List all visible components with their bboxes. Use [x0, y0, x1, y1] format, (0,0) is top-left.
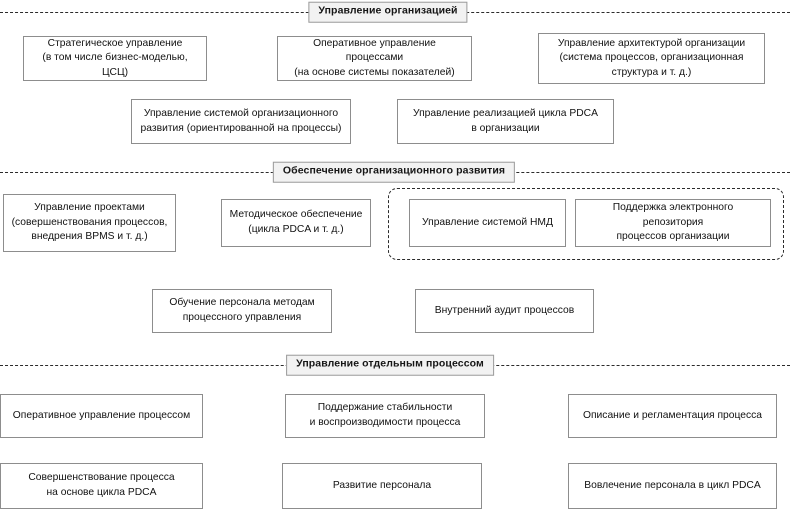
process-box-label: Управление проектами (совершенствования … — [11, 202, 168, 243]
process-box-label: Оперативное управление процессом — [12, 409, 191, 421]
section-header-org-management: Управление организацией — [308, 1, 468, 23]
process-box-label: Поддержание стабильности и воспроизводим… — [309, 402, 461, 428]
process-box-operational-process-control[interactable]: Оперативное управление процессом — [0, 394, 203, 438]
process-box-process-description-regulation[interactable]: Описание и регламентация процесса — [568, 394, 777, 438]
process-box-label: Управление архитектурой организации (сис… — [557, 37, 746, 78]
process-box-label: Совершенствование процесса на основе цик… — [28, 472, 175, 498]
process-box-personnel-training[interactable]: Обучение персонала методам процессного у… — [152, 289, 332, 333]
process-box-label: Управление системой организационного раз… — [140, 107, 342, 134]
process-box-label: Управление реализацией цикла PDCA в орга… — [413, 107, 598, 134]
process-box-label: Методическое обеспечение (цикла PDCA и т… — [229, 209, 363, 235]
process-box-strategic-management[interactable]: Стратегическое управление (в том числе б… — [23, 36, 207, 81]
process-box-personnel-engagement-pdca[interactable]: Вовлечение персонала в цикл PDCA — [568, 463, 777, 509]
process-box-nmd-system-management[interactable]: Управление системой НМД — [409, 199, 566, 247]
process-box-label: Обучение персонала методам процессного у… — [169, 297, 315, 323]
process-box-pdca-cycle-management[interactable]: Управление реализацией цикла PDCA в орга… — [397, 99, 614, 144]
process-box-label: Вовлечение персонала в цикл PDCA — [584, 479, 761, 491]
section-header-org-development-support: Обеспечение организационного развития — [272, 161, 516, 183]
group-frame-nmd-repository-group — [388, 188, 784, 260]
process-box-personnel-development[interactable]: Развитие персонала — [282, 463, 482, 509]
process-box-stability-reproducibility[interactable]: Поддержание стабильности и воспроизводим… — [285, 394, 485, 438]
process-box-operational-process-management[interactable]: Оперативное управление процессами (на ос… — [277, 36, 472, 81]
process-box-label: Управление системой НМД — [422, 216, 553, 228]
process-box-label: Описание и регламентация процесса — [582, 409, 763, 421]
process-box-electronic-repository-support[interactable]: Поддержка электронного репозитория проце… — [575, 199, 771, 247]
process-box-org-development-system-management[interactable]: Управление системой организационного раз… — [131, 99, 351, 144]
process-box-project-management[interactable]: Управление проектами (совершенствования … — [3, 194, 176, 252]
process-box-process-improvement-pdca[interactable]: Совершенствование процесса на основе цик… — [0, 463, 203, 509]
process-box-internal-process-audit[interactable]: Внутренний аудит процессов — [415, 289, 594, 333]
process-box-label: Поддержка электронного репозитория проце… — [612, 202, 734, 243]
process-box-label: Развитие персонала — [332, 479, 432, 491]
process-box-label: Стратегическое управление (в том числе б… — [42, 37, 188, 78]
process-box-org-architecture-management[interactable]: Управление архитектурой организации (сис… — [538, 33, 765, 84]
section-header-single-process-management: Управление отдельным процессом — [286, 354, 494, 376]
process-box-label: Оперативное управление процессами (на ос… — [294, 37, 455, 78]
process-box-label: Внутренний аудит процессов — [434, 304, 575, 316]
process-box-methodological-support[interactable]: Методическое обеспечение (цикла PDCA и т… — [221, 199, 371, 247]
